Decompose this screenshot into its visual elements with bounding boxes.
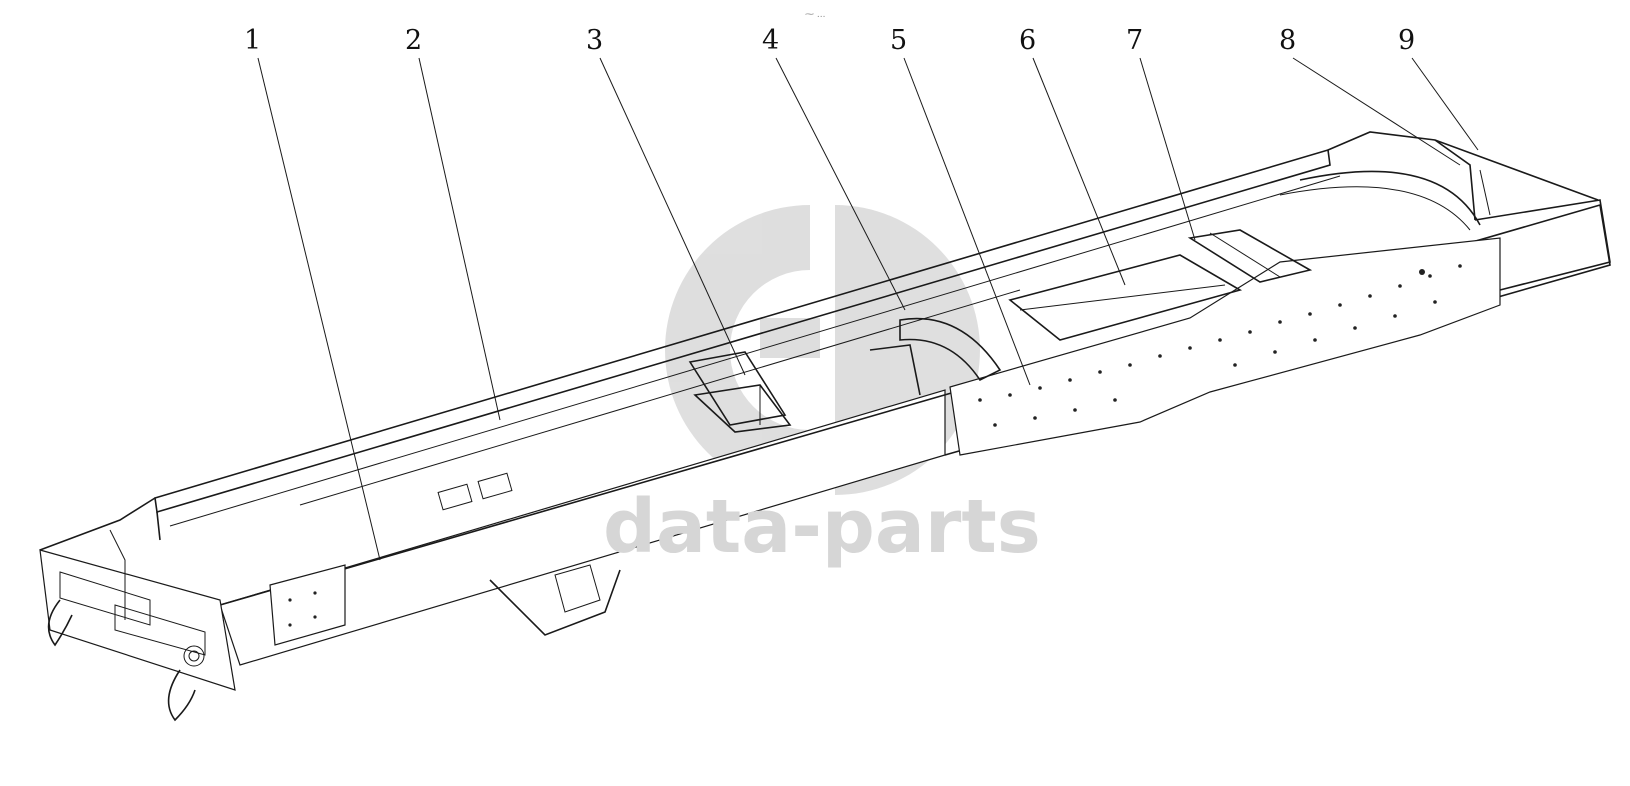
crossmember-3	[688, 351, 787, 426]
leader-line	[903, 57, 1031, 386]
top-mark: ⁓ ...	[805, 10, 825, 20]
callout-8: 8	[1279, 25, 1296, 56]
leader-line	[257, 57, 381, 561]
front-crossmember	[39, 549, 236, 691]
callout-6: 6	[1019, 25, 1036, 56]
frame-drawing	[39, 131, 1611, 722]
callout-1: 1	[244, 25, 261, 56]
leader-line	[775, 57, 906, 311]
leader-line	[418, 57, 501, 421]
leader-line	[1411, 57, 1479, 151]
callout-3: 3	[586, 25, 603, 56]
leader-line	[599, 57, 746, 376]
rear-reinforcement-plate	[949, 237, 1501, 456]
rivets	[288, 264, 1462, 627]
leader-line	[1032, 57, 1126, 286]
tow-hook-left	[47, 599, 73, 647]
callout-labels: 1 2 3 4 5 6 7 8 9	[244, 25, 1415, 56]
leader-lines	[257, 57, 1479, 561]
callout-4: 4	[762, 25, 779, 56]
watermark-text: data-parts	[603, 484, 1041, 570]
leader-line	[1292, 57, 1461, 166]
tow-hook-right	[167, 669, 196, 722]
callout-5: 5	[890, 25, 907, 56]
callout-7: 7	[1126, 25, 1143, 56]
leader-line	[1139, 57, 1196, 241]
far-rail-top	[154, 148, 1331, 514]
callout-9: 9	[1398, 25, 1415, 56]
callout-2: 2	[405, 25, 422, 56]
